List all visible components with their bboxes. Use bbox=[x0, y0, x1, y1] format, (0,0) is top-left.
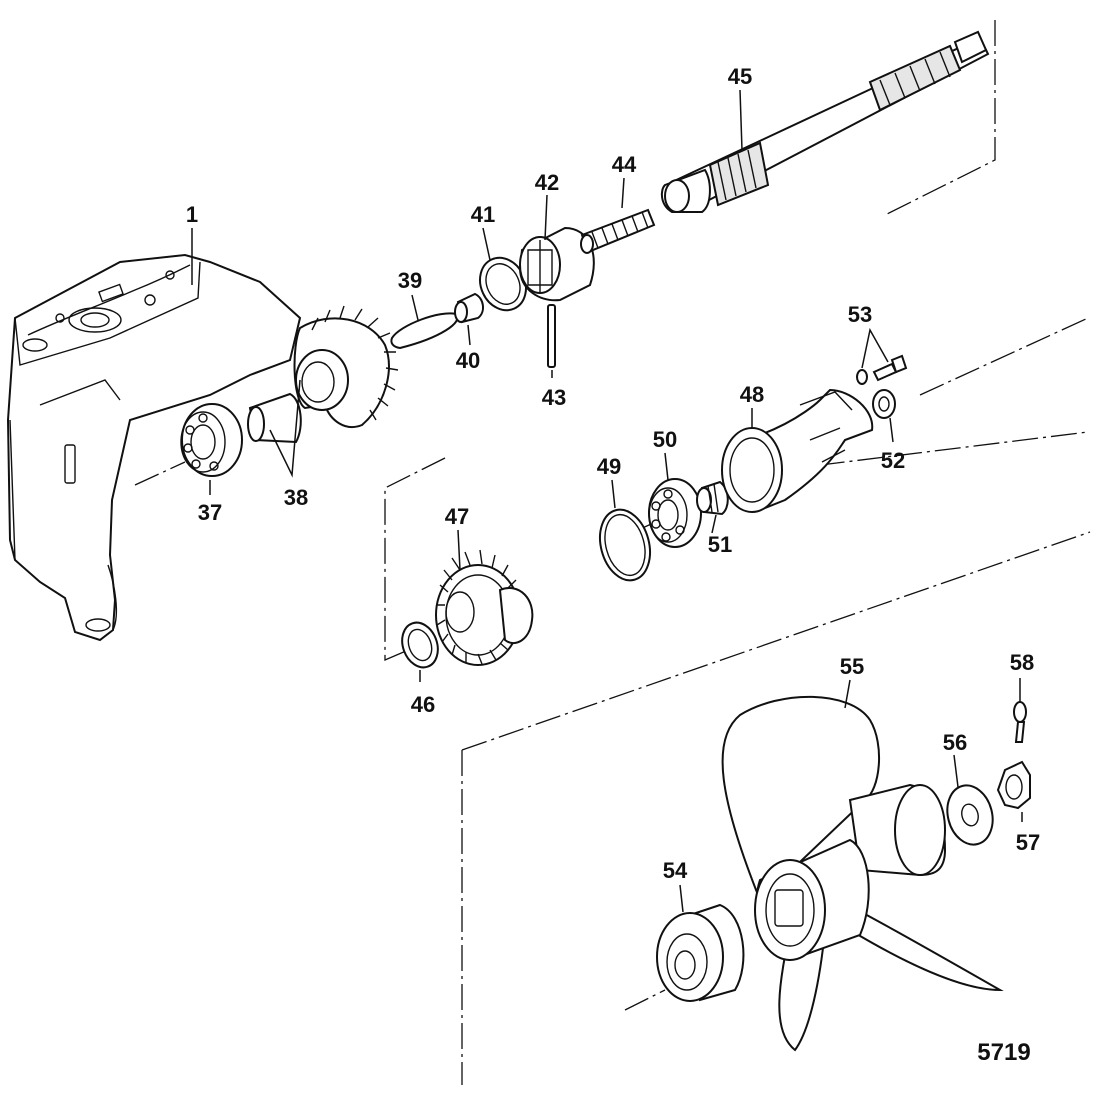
callout-44: 44 bbox=[612, 152, 637, 177]
callout-41: 41 bbox=[471, 202, 495, 227]
bearing-37 bbox=[180, 403, 243, 477]
o-ring-49 bbox=[599, 508, 651, 582]
propeller-55 bbox=[721, 695, 1004, 1052]
callout-55: 55 bbox=[840, 654, 864, 679]
thrust-hub-54 bbox=[656, 903, 745, 1002]
cotter-pin-58 bbox=[1013, 701, 1027, 743]
gear-38 bbox=[293, 305, 399, 428]
callout-58: 58 bbox=[1010, 650, 1034, 675]
pin-39 bbox=[390, 312, 459, 350]
spring-44 bbox=[580, 208, 656, 254]
gear-housing bbox=[6, 253, 302, 642]
callout-39: 39 bbox=[398, 268, 422, 293]
callout-38: 38 bbox=[284, 485, 308, 510]
sleeve-38 bbox=[247, 392, 302, 444]
screw-53 bbox=[856, 354, 908, 385]
callout-1: 1 bbox=[186, 202, 198, 227]
propeller-shaft-45 bbox=[660, 30, 990, 213]
washer-56 bbox=[946, 784, 994, 846]
callout-54: 54 bbox=[663, 858, 688, 883]
callout-47: 47 bbox=[445, 504, 469, 529]
callout-57: 57 bbox=[1016, 830, 1040, 855]
leader-lines bbox=[191, 89, 1023, 913]
nut-57 bbox=[996, 760, 1031, 810]
callout-49: 49 bbox=[597, 454, 621, 479]
callouts: 1 37 38 39 40 41 42 43 44 45 46 47 48 49… bbox=[186, 64, 1040, 883]
washer-46 bbox=[401, 621, 439, 669]
callout-50: 50 bbox=[653, 427, 677, 452]
callout-45: 45 bbox=[728, 64, 752, 89]
callout-52: 52 bbox=[881, 448, 905, 473]
clutch-42 bbox=[518, 226, 595, 302]
callout-37: 37 bbox=[198, 500, 222, 525]
washer-52 bbox=[872, 389, 896, 419]
callout-48: 48 bbox=[740, 382, 764, 407]
callout-46: 46 bbox=[411, 692, 435, 717]
callout-51: 51 bbox=[708, 532, 732, 557]
pin-43 bbox=[547, 304, 556, 368]
cam-40 bbox=[454, 292, 484, 324]
figure-number: 5719 bbox=[977, 1039, 1030, 1066]
callout-40: 40 bbox=[456, 348, 480, 373]
needle-bearing-51 bbox=[696, 480, 729, 516]
bearing-50 bbox=[648, 478, 702, 548]
callout-56: 56 bbox=[943, 730, 967, 755]
callout-43: 43 bbox=[542, 385, 566, 410]
callout-53: 53 bbox=[848, 302, 872, 327]
forward-gear-47 bbox=[435, 549, 534, 666]
bearing-carrier-48 bbox=[721, 388, 874, 513]
callout-42: 42 bbox=[535, 170, 559, 195]
